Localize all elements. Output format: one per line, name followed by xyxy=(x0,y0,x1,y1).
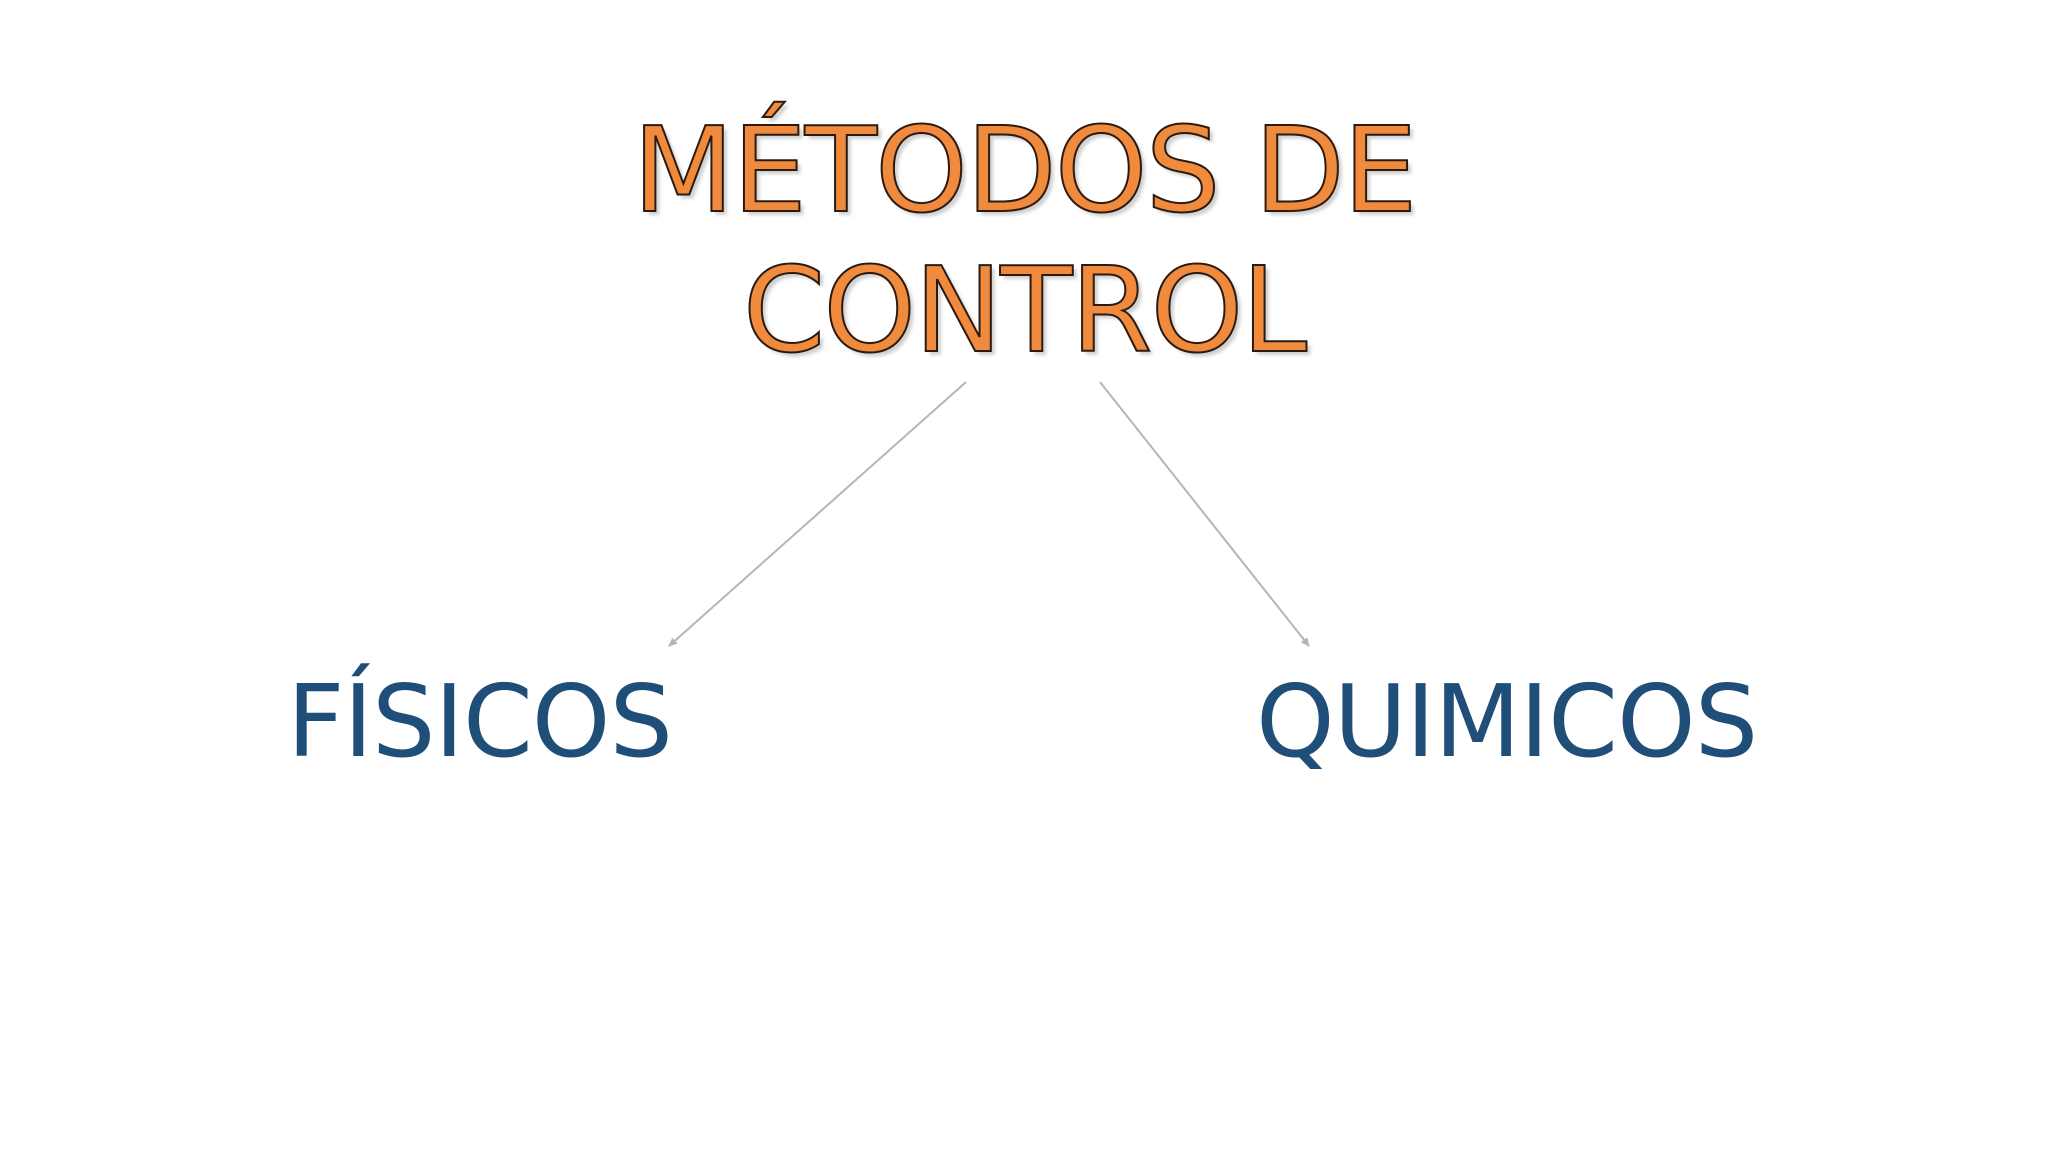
title-line-2: CONTROL xyxy=(742,240,1308,380)
arrow-to-fisicos xyxy=(668,381,967,647)
diagram-title: MÉTODOS DE CONTROL xyxy=(524,100,1524,380)
branch-fisicos: FÍSICOS xyxy=(287,663,673,780)
arrow-to-quimicos xyxy=(1099,381,1310,647)
branch-quimicos: QUIMICOS xyxy=(1256,663,1758,780)
title-line-1: MÉTODOS DE xyxy=(632,100,1419,240)
